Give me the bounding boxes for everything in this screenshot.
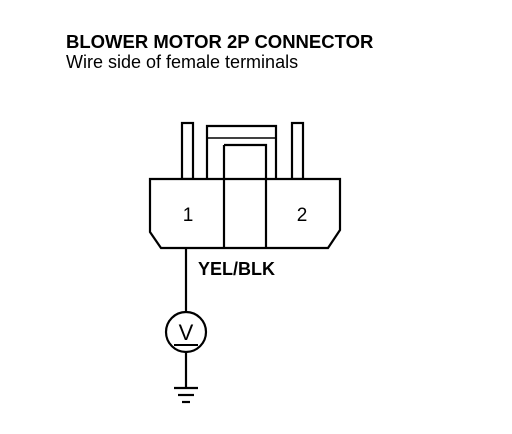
left-post	[180, 121, 195, 181]
latch-channel-top	[222, 143, 268, 179]
latch-tab	[205, 124, 278, 179]
diagram-subtitle: Wire side of female terminals	[66, 52, 299, 72]
pin-2-label: 2	[297, 205, 308, 226]
wire-color-label: YEL/BLK	[198, 259, 275, 279]
right-post	[290, 121, 305, 181]
latch-channel	[222, 179, 268, 248]
voltmeter-letter: V	[179, 320, 194, 345]
diagram-title: BLOWER MOTOR 2P CONNECTOR	[66, 31, 374, 52]
connector-body	[148, 177, 342, 250]
pin-1-label: 1	[183, 205, 194, 226]
